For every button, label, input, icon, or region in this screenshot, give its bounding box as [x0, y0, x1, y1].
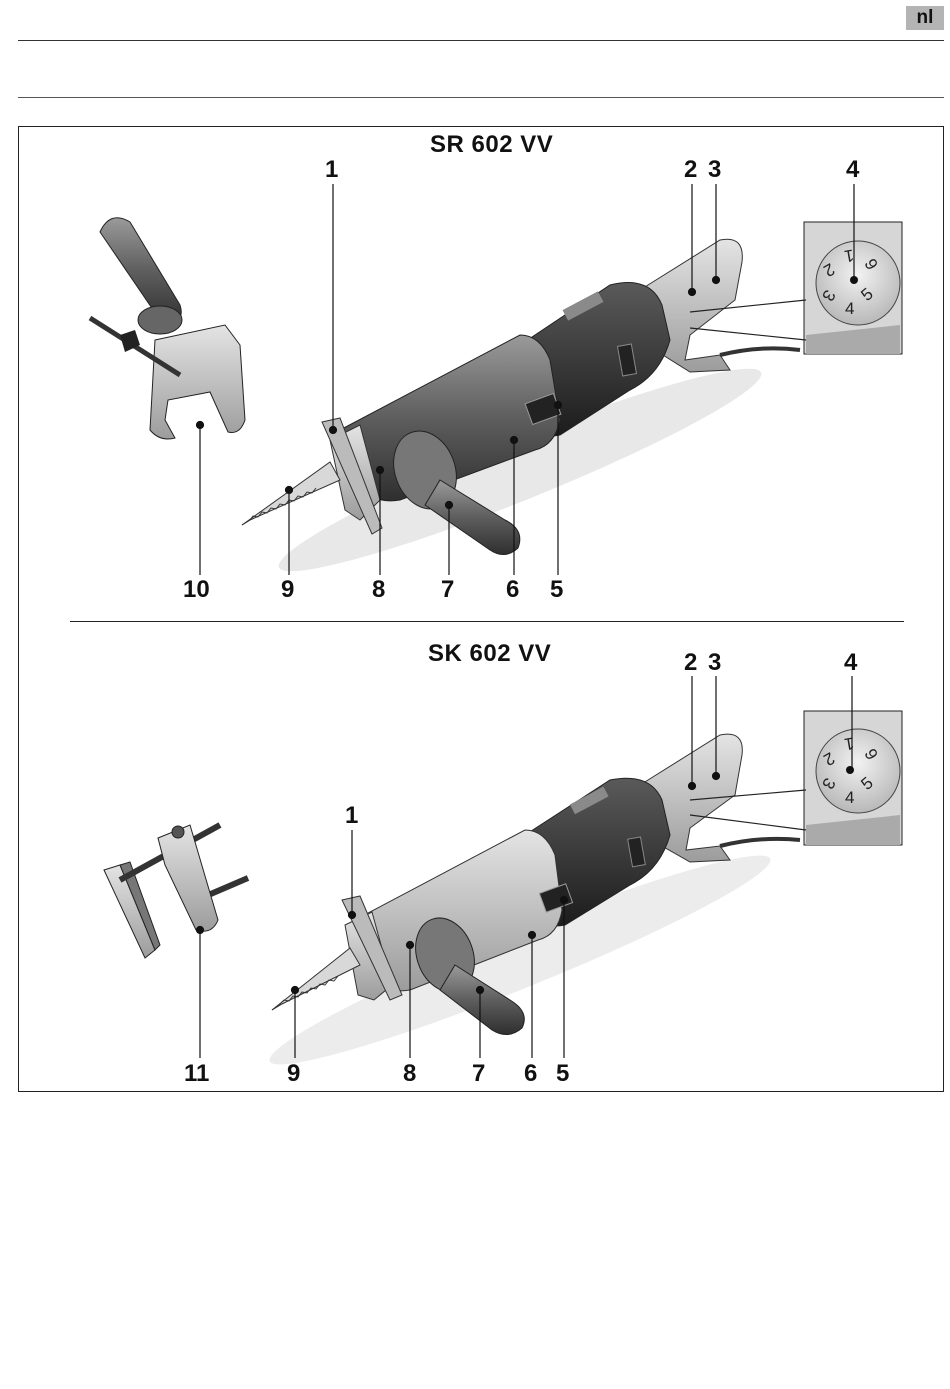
- top-callout-4: 4: [846, 158, 859, 182]
- bottom-callout-6: 6: [524, 1062, 537, 1086]
- bottom-saw-illustration: [104, 711, 902, 1087]
- bottom-callout-1: 1: [345, 804, 358, 828]
- top-callout-8: 8: [372, 578, 385, 602]
- accessory-10-guide: [90, 218, 245, 439]
- top-callout-3: 3: [708, 158, 721, 182]
- top-callout-6: 6: [506, 578, 519, 602]
- top-callout-10: 10: [183, 578, 210, 602]
- top-saw-illustration: [90, 218, 902, 595]
- top-callout-5: 5: [550, 578, 563, 602]
- top-callout-7: 7: [441, 578, 454, 602]
- figure-bottom-title: SK 602 VV: [428, 640, 551, 668]
- accessory-11-parallel-guide: [104, 825, 248, 958]
- top-callout-1: 1: [325, 158, 338, 182]
- bottom-callout-9: 9: [287, 1062, 300, 1086]
- bottom-callout-2: 2: [684, 651, 697, 675]
- bottom-callout-7: 7: [472, 1062, 485, 1086]
- bottom-callout-11: 11: [184, 1062, 209, 1086]
- top-callout-2: 2: [684, 158, 697, 182]
- top-callout-9: 9: [281, 578, 294, 602]
- bottom-callout-5: 5: [556, 1062, 569, 1086]
- bottom-callout-8: 8: [403, 1062, 416, 1086]
- figure-top-title: SR 602 VV: [430, 131, 553, 159]
- bottom-callout-4: 4: [844, 651, 857, 675]
- bottom-callout-3: 3: [708, 651, 721, 675]
